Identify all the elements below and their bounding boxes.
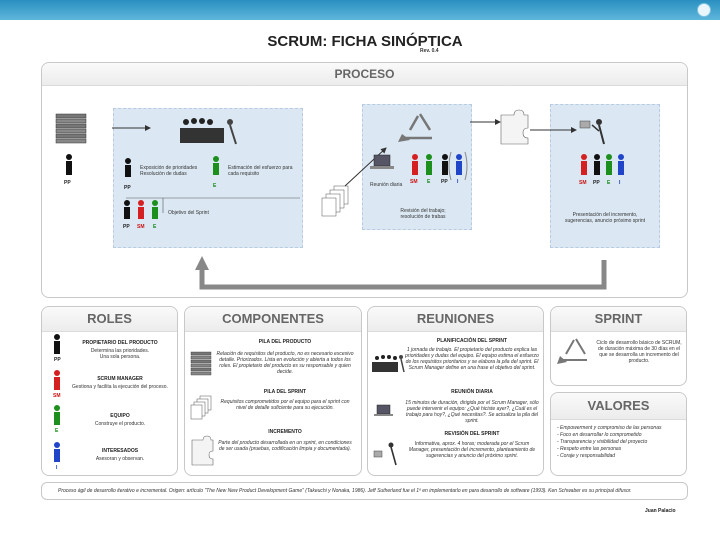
valor-1: - Empowerment y compromiso de las person… (557, 425, 685, 431)
sprint-desc: Ciclo de desarrollo básico de SCRUM, de … (596, 340, 682, 364)
footer-panel: Proceso ágil de desarrollo iterativo e i… (41, 482, 688, 500)
author-label: Juan Palacio (645, 508, 676, 514)
valores-header: VALORES (551, 393, 686, 420)
footer-text: Proceso ágil de desarrollo iterativo e i… (42, 483, 687, 494)
valor-4: - Respeto entre las personas (557, 446, 685, 452)
valor-3: - Transparencia y visibilidad del proyec… (557, 439, 685, 445)
valor-5: - Coraje y responsabilidad (557, 453, 685, 459)
valor-2: - Foco en desarrollar lo comprometido (557, 432, 685, 438)
sprint-cycle-small-icon (557, 339, 587, 364)
